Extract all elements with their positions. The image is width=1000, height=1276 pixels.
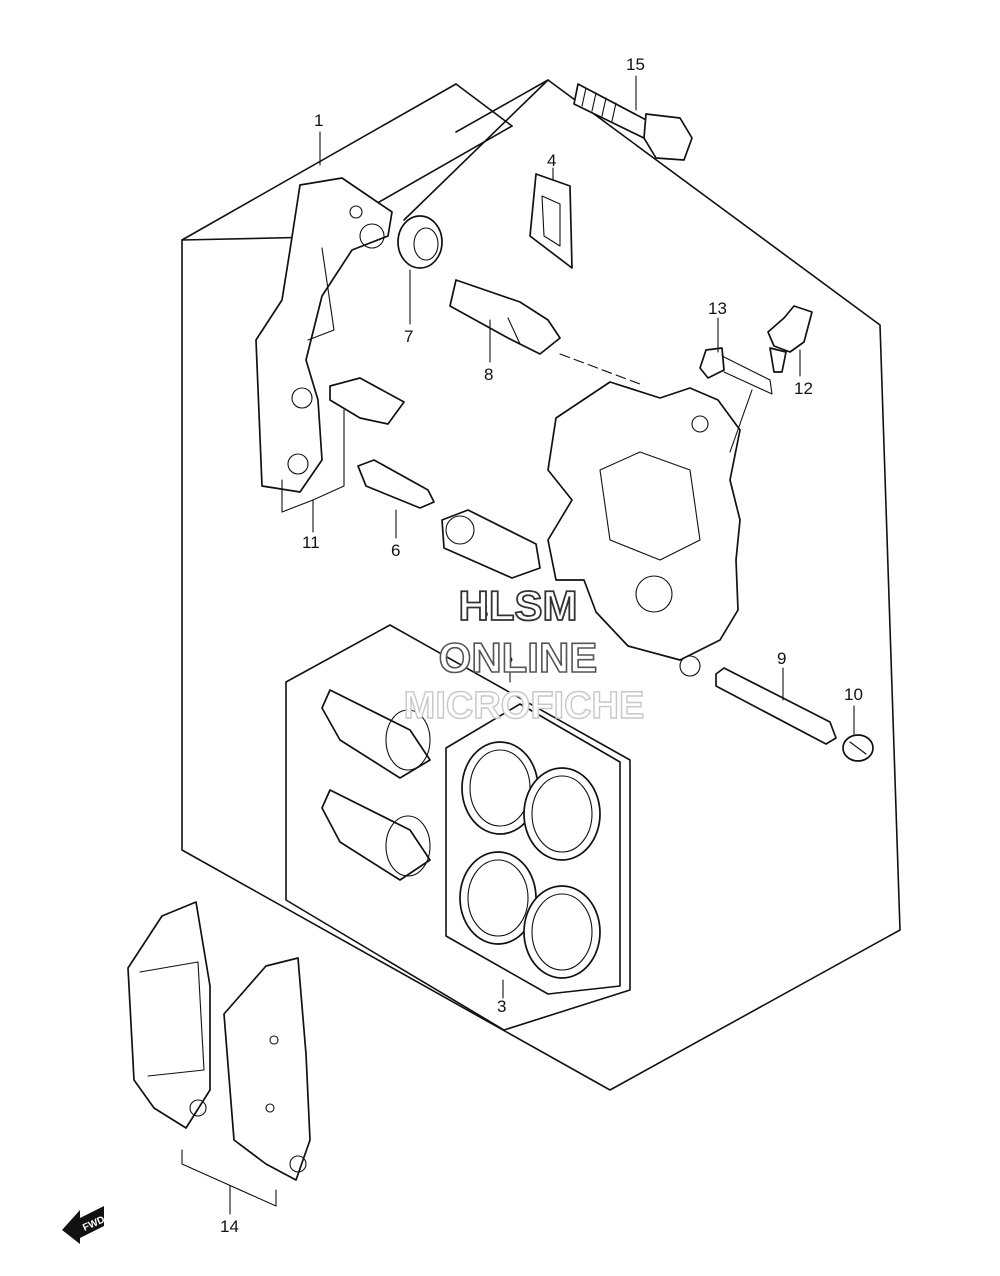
bracket-rib <box>307 247 335 341</box>
pad-outer-hole-2 <box>265 1103 275 1113</box>
bleeder-valve-12 <box>767 305 813 353</box>
assembly-1-outline-notch <box>455 83 513 127</box>
callout-3: 3 <box>497 997 506 1016</box>
callout-14: 14 <box>220 1217 239 1236</box>
bracket-mount-hole <box>349 205 363 219</box>
bracket-lower-hole <box>287 453 309 475</box>
pad-inner-hole <box>189 1099 207 1117</box>
bracket-upper-hole <box>359 223 385 249</box>
callout-7: 7 <box>404 327 413 346</box>
callout-11: 11 <box>302 533 320 552</box>
cap-13-strap <box>721 355 773 395</box>
boot-7 <box>397 215 443 269</box>
assembly-1-outline-link <box>403 79 549 221</box>
caliper-lower-hole <box>679 655 701 677</box>
caliper-body <box>547 381 741 661</box>
watermark-line-2: ONLINE <box>439 634 598 681</box>
bleeder-cap-13 <box>699 347 725 379</box>
callout-6: 6 <box>391 541 400 560</box>
assembly-1-outline-top <box>181 83 457 241</box>
pad-spring-4 <box>529 173 573 269</box>
watermark-line-3: MICROFICHE <box>404 685 645 727</box>
pin-bolt-5-head <box>445 515 475 545</box>
caliper-bracket <box>255 177 393 493</box>
callout-4: 4 <box>547 151 556 170</box>
callout-8: 8 <box>484 365 493 384</box>
plug-10-slot <box>849 741 867 755</box>
seal-kit-3-outline <box>445 703 621 995</box>
pad-outer-hole-1 <box>269 1035 279 1045</box>
pin-bolt-5 <box>441 509 541 579</box>
bolt-15-threads <box>581 87 617 122</box>
callout-13: 13 <box>708 299 727 318</box>
boot-7-inner <box>413 227 439 261</box>
callout-2: 2 <box>504 653 513 672</box>
fwd-arrow-icon: FWD <box>62 1206 107 1244</box>
pad-spring-4-slot <box>541 195 561 247</box>
slide-pin-9 <box>715 667 837 745</box>
callout-15: 15 <box>626 55 645 74</box>
callout-9: 9 <box>777 649 786 668</box>
pad-spring-small <box>329 377 405 425</box>
bracket-mid-hole <box>291 387 313 409</box>
mounting-bolt-15-head <box>643 113 693 161</box>
piston-upper <box>321 689 431 779</box>
bleeder-valve-tip <box>769 347 787 373</box>
callout-1: 1 <box>314 111 323 130</box>
watermark: HLSM ONLINE MICROFICHE <box>403 581 645 728</box>
pad-outer-hole-3 <box>289 1155 307 1173</box>
caliper-upper-hole <box>691 415 709 433</box>
assembly-1-outline <box>181 79 901 1091</box>
callout-12: 12 <box>794 379 813 398</box>
callout-10: 10 <box>844 685 863 704</box>
leader-lines <box>181 75 855 1215</box>
watermark-line-1: HLSM <box>459 582 578 629</box>
slide-pin-8 <box>449 279 561 355</box>
brake-pad-outer <box>223 957 311 1181</box>
piston-kit-2-outline <box>285 624 631 1031</box>
brake-pad-inner <box>127 901 211 1129</box>
pad-inner-friction <box>139 961 205 1077</box>
seal-rings <box>459 741 601 979</box>
caliper-face <box>599 451 701 561</box>
callout-5: 5 <box>479 603 488 622</box>
slide-pin-6 <box>357 459 435 509</box>
pin-8-shoulder <box>507 317 521 345</box>
caliper-port <box>635 575 673 613</box>
piston-lower <box>321 789 431 881</box>
